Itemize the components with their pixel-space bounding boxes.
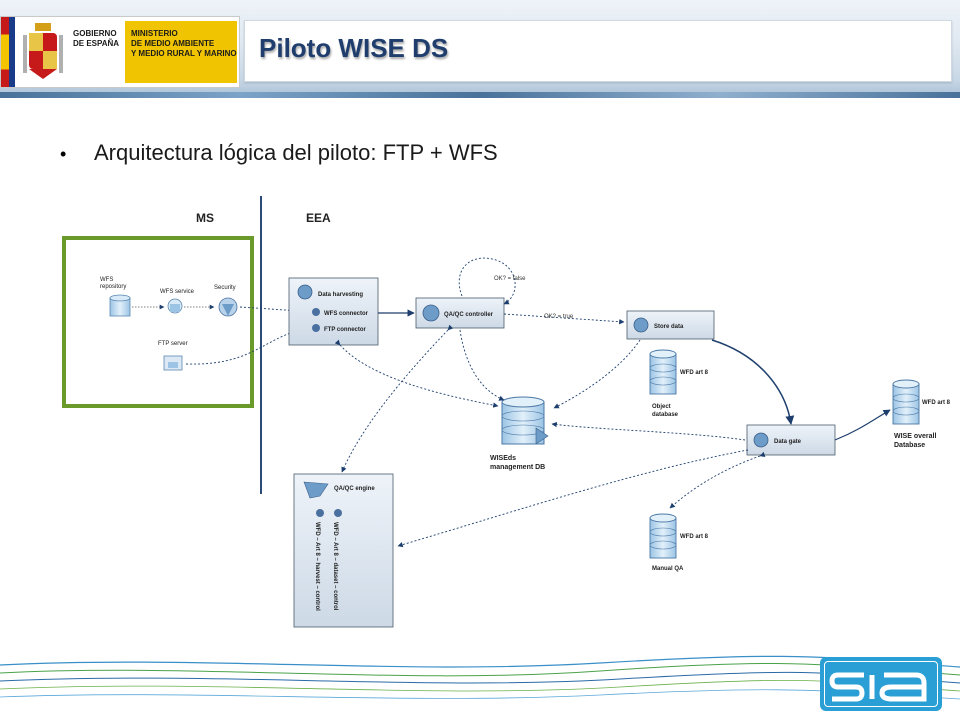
slide-title: Piloto WISE DS (259, 33, 449, 63)
controller-wiseds-arrow (459, 329, 505, 401)
store-data-label: Store data (654, 324, 684, 330)
qaqc-controller-box: QA/QC controller (415, 297, 505, 329)
qaqc-engine-box: QA/QC engine WFD – Art 8 – dataset – con… (293, 473, 394, 628)
ok-false-label: OK? = false (494, 276, 526, 282)
rule-1-icon (334, 509, 342, 517)
ministry-label: MINISTERIO DE MEDIO AMBIENTE Y MEDIO RUR… (125, 21, 237, 83)
store-to-gate-arrow (711, 339, 795, 425)
ftp-connector-icon (312, 324, 320, 332)
harvest-wiseds-arrow (334, 339, 499, 408)
gate-wiseds-arrow (551, 421, 746, 441)
eu-stars-stripe (9, 17, 15, 87)
security-label: Security (214, 285, 236, 291)
ok-false-loop-arrow (458, 257, 516, 305)
bullet-text: Arquitectura lógica del piloto: FTP + WF… (94, 140, 498, 165)
qaqc-controller-label: QA/QC controller (444, 312, 494, 318)
sia-logo (820, 657, 942, 711)
store-wiseds-arrow (553, 339, 641, 409)
data-gate-label: Data gate (774, 439, 802, 445)
ministry-line-1: MINISTERIO (131, 29, 178, 38)
manual-qa-wfd-label: WFD art 8 (680, 534, 709, 540)
controller-icon (422, 304, 440, 322)
ftp-server-label: FTP server (158, 341, 188, 347)
manual-qa-database-icon (649, 513, 677, 559)
ms-label: MS (196, 211, 214, 225)
gov-name: GOBIERNO DE ESPAÑA (73, 29, 119, 49)
footer-decoration (0, 655, 960, 700)
bullet-icon: • (60, 144, 67, 164)
gate-to-wise-arrow (834, 409, 891, 441)
ministry-line-2: DE MEDIO AMBIENTE (131, 39, 215, 48)
gov-line-1: GOBIERNO (73, 29, 117, 38)
data-harvesting-box: Data harvesting WFS connector FTP connec… (288, 277, 379, 346)
eea-label: EEA (306, 211, 331, 225)
gate-manual-qa-arrow (669, 451, 766, 509)
wfs-service-label: WFS service (160, 289, 195, 295)
wise-overall-database-icon (892, 379, 920, 425)
rule-2-icon (316, 509, 324, 517)
ftp-connector-label: FTP connector (324, 327, 367, 333)
store-data-box: Store data (626, 310, 715, 340)
qaqc-engine-label: QA/QC engine (334, 486, 375, 492)
wfs-repository-icon (109, 294, 131, 317)
store-icon (633, 317, 649, 333)
wfs-connector-icon (312, 308, 320, 316)
controller-engine-arrow (341, 324, 454, 473)
ok-true-label: OK? = true (544, 314, 574, 320)
wiseds-management-db-icon (501, 396, 549, 445)
ministry-line-3: Y MEDIO RURAL Y MARINO (131, 49, 237, 58)
rule-1-label: WFD – Art 8 – dataset – control (332, 522, 338, 611)
object-database-icon (649, 349, 677, 395)
coat-of-arms-icon (23, 23, 63, 79)
rule-2-label: WFD – Art 8 – harvest – control (314, 522, 320, 611)
manual-qa-label: Manual QA (652, 566, 684, 572)
gate-icon (753, 432, 769, 448)
object-db-wfd-label: WFD art 8 (680, 370, 709, 376)
gov-line-2: DE ESPAÑA (73, 39, 120, 48)
security-icon (218, 297, 238, 317)
gate-engine-arrow (397, 449, 749, 548)
flag-stripe (1, 17, 9, 87)
ms-frame (62, 236, 254, 408)
engine-icon (303, 481, 329, 499)
government-logo: GOBIERNO DE ESPAÑA MINISTERIO DE MEDIO A… (0, 16, 240, 88)
wfs-service-icon (167, 298, 183, 314)
data-harvesting-label: Data harvesting (318, 292, 363, 298)
ftp-to-connector-arrow (185, 328, 301, 365)
controller-to-store-arrow (503, 313, 625, 325)
harvest-icon (297, 284, 313, 300)
wfs-connector-label: WFS connector (324, 311, 369, 317)
slide-title-box: Piloto WISE DS (244, 20, 952, 82)
wise-db-wfd-label: WFD art 8 (922, 400, 951, 406)
sia-logo-mark (829, 672, 927, 702)
data-gate-box: Data gate (746, 424, 836, 456)
ftp-server-icon (163, 355, 183, 371)
